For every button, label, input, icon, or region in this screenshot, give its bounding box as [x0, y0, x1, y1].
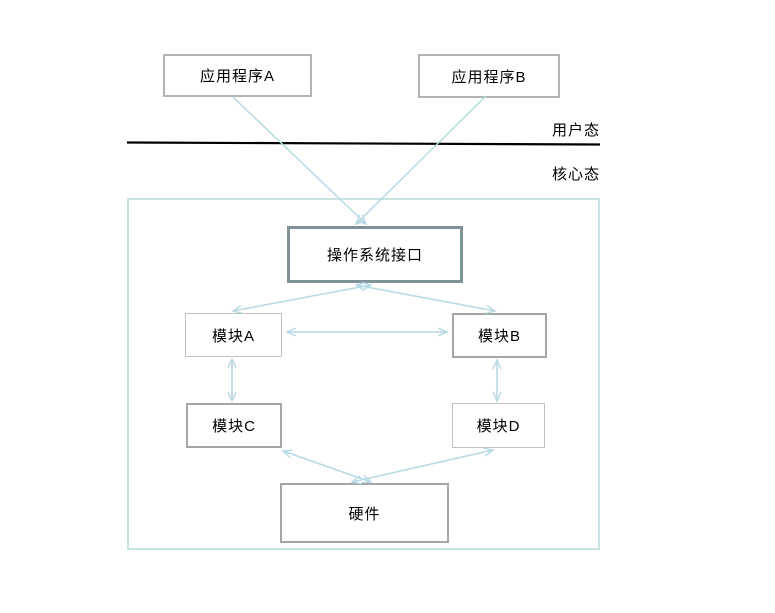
node-os-interface-label: 操作系统接口	[326, 247, 423, 264]
node-module-d-label: 模块D	[476, 418, 521, 435]
user-mode-label: 用户态	[552, 122, 601, 139]
node-application-a: 应用程序A	[163, 54, 312, 97]
node-application-b: 应用程序B	[418, 54, 560, 98]
kernel-mode-label: 核心态	[552, 166, 601, 183]
node-module-b: 模块B	[452, 313, 547, 358]
node-module-a-label: 模块A	[211, 327, 255, 345]
node-application-b-label: 应用程序B	[451, 68, 527, 86]
node-module-a: 模块A	[185, 313, 282, 357]
node-module-d: 模块D	[452, 403, 545, 448]
node-module-c-label: 模块C	[212, 418, 256, 435]
user-kernel-divider-line	[126, 141, 601, 146]
node-module-b-label: 模块B	[477, 328, 521, 345]
node-module-c: 模块C	[186, 403, 282, 448]
node-hardware: 硬件	[280, 483, 449, 543]
node-os-interface: 操作系统接口	[287, 226, 463, 283]
node-hardware-label: 硬件	[348, 505, 381, 523]
node-application-a-label: 应用程序A	[199, 68, 275, 85]
